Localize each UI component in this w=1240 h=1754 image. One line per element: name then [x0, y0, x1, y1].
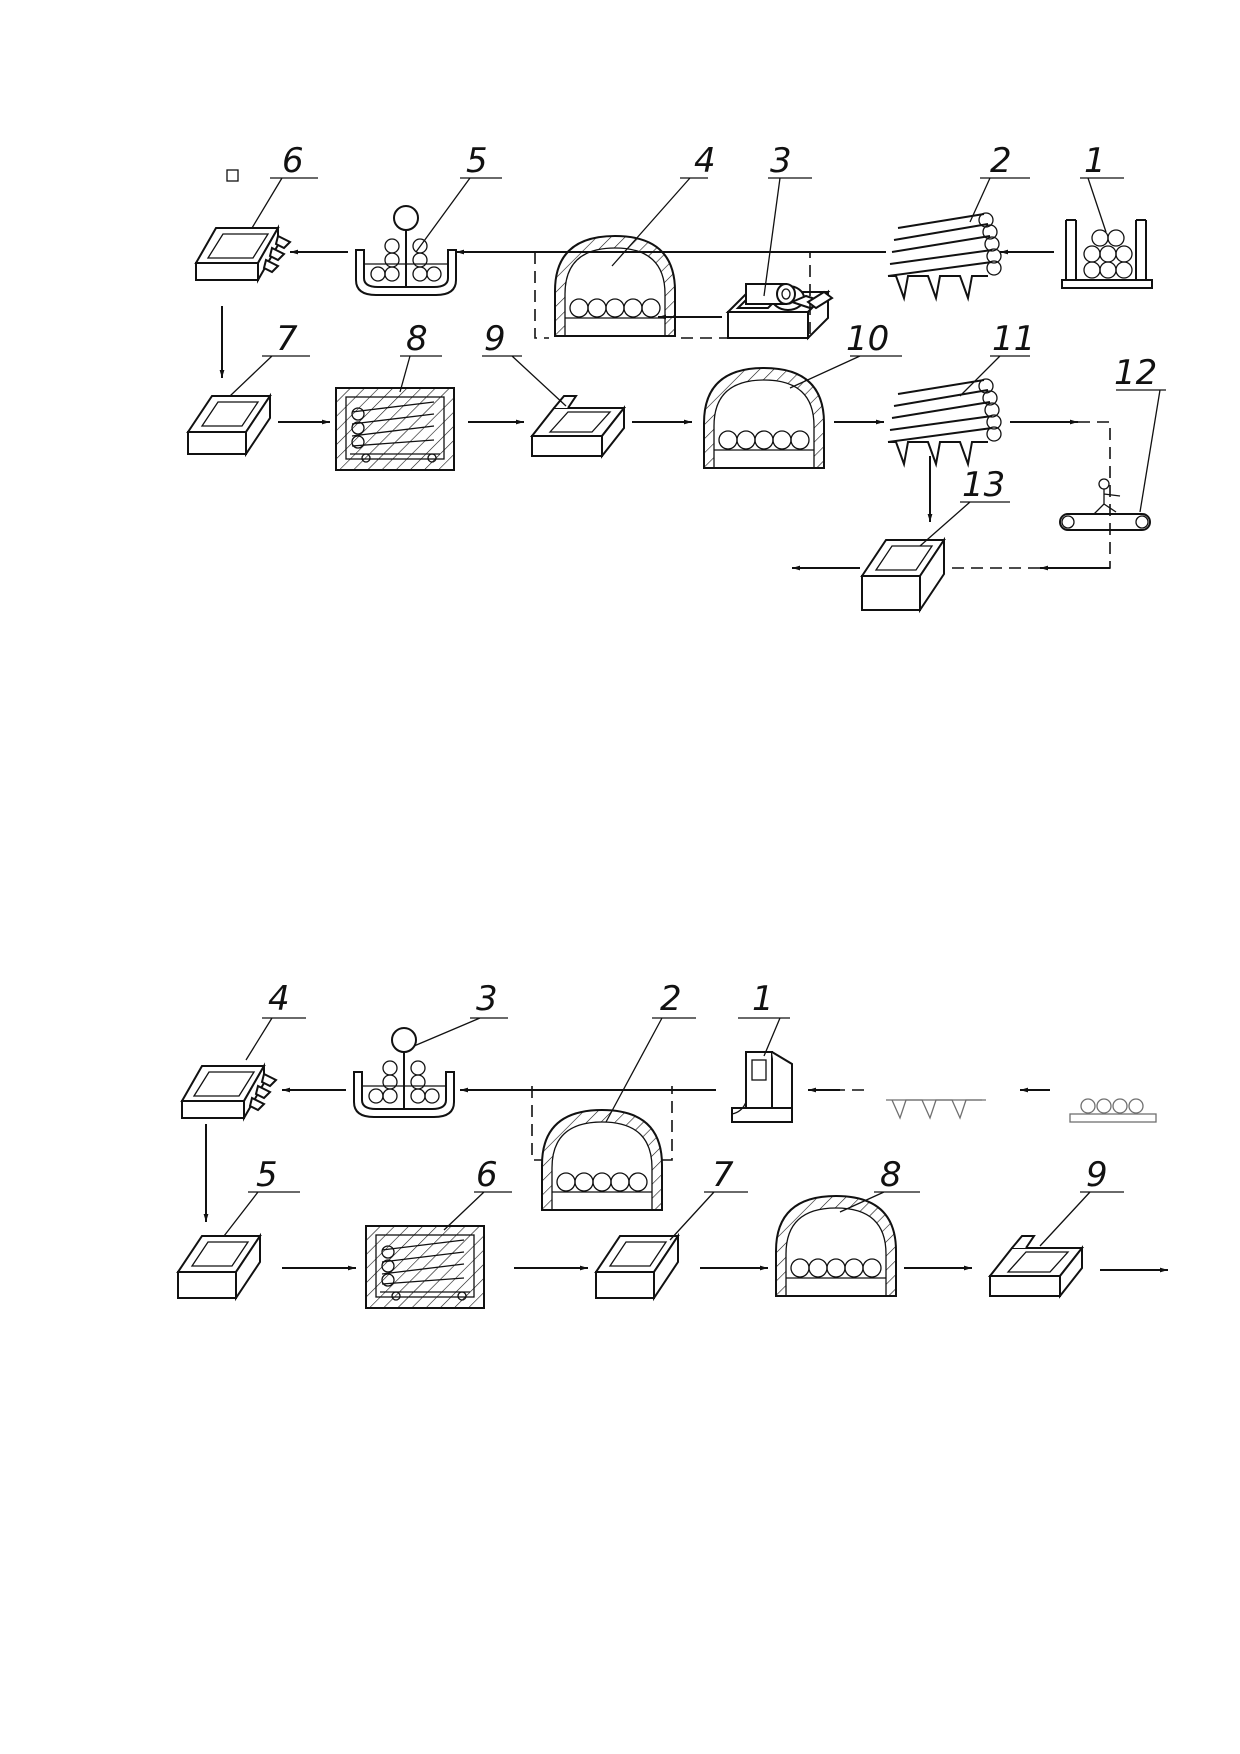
label-12: 12: [1114, 353, 1157, 393]
station-7-tray: [594, 1232, 680, 1302]
station-9-trough: [989, 1235, 1083, 1297]
bottom-process-diagram: 4 3 2 1 5 6 7 8 9: [176, 979, 1168, 1309]
label-6: 6: [282, 141, 304, 181]
station-8-tunnel-chamber: [775, 1195, 897, 1297]
station-9-trough: [531, 395, 625, 457]
station-7-tray: [186, 392, 272, 458]
label-9: 9: [484, 319, 506, 359]
label-2: 2: [990, 141, 1012, 181]
station-8-drying-kiln: [335, 387, 455, 471]
label-5: 5: [256, 1155, 278, 1195]
label-1: 1: [1084, 141, 1106, 181]
callout-labels-top: 1 2 3 4 5 6 7 8 9 10 11 12 13: [229, 141, 1166, 547]
station-1-log-rack: [1061, 219, 1153, 289]
station-2-log-deck: [887, 212, 1002, 299]
station-5-tray: [176, 1232, 262, 1302]
station-3-debarker: [725, 283, 834, 341]
label-3: 3: [770, 141, 792, 181]
station-6-drying-kiln: [365, 1225, 485, 1309]
top-process-diagram: 1 2 3 4 5 6 7 8 9 10 11 12 13: [186, 141, 1166, 614]
label-6: 6: [476, 1155, 498, 1195]
bypass-dashed-line: [534, 252, 811, 339]
label-4: 4: [694, 141, 716, 181]
label-4: 4: [268, 979, 290, 1019]
faint-log-deck: [886, 1099, 986, 1120]
label-9: 9: [1086, 1155, 1108, 1195]
label-5: 5: [466, 141, 488, 181]
label-7: 7: [712, 1155, 734, 1195]
label-3: 3: [476, 979, 498, 1019]
label-7: 7: [276, 319, 298, 359]
label-11: 11: [992, 319, 1035, 359]
label-8: 8: [406, 319, 428, 359]
station-1-press: [731, 1051, 793, 1123]
station-2-tunnel-chamber: [541, 1109, 663, 1211]
bypass-dashed-line: [531, 1086, 673, 1161]
station-3-soaking-bath: [353, 1027, 455, 1118]
station-13-tray: [860, 536, 946, 614]
station-6-washer: [195, 227, 291, 281]
faint-log-rack: [1069, 1098, 1157, 1123]
station-12-conveyor: [1059, 478, 1151, 531]
label-8: 8: [880, 1155, 902, 1195]
small-square-mark: [226, 169, 239, 182]
station-10-tunnel-chamber: [703, 367, 825, 469]
return-dashed-line: [1046, 421, 1111, 569]
station-5-soaking-bath: [355, 205, 457, 296]
label-1: 1: [752, 979, 774, 1019]
station-11-log-deck: [887, 378, 1002, 465]
label-10: 10: [846, 319, 889, 359]
station-4-washer: [181, 1065, 277, 1119]
label-2: 2: [660, 979, 682, 1019]
label-13: 13: [962, 465, 1005, 505]
callout-labels-bottom: 4 3 2 1 5 6 7 8 9: [223, 979, 1124, 1247]
